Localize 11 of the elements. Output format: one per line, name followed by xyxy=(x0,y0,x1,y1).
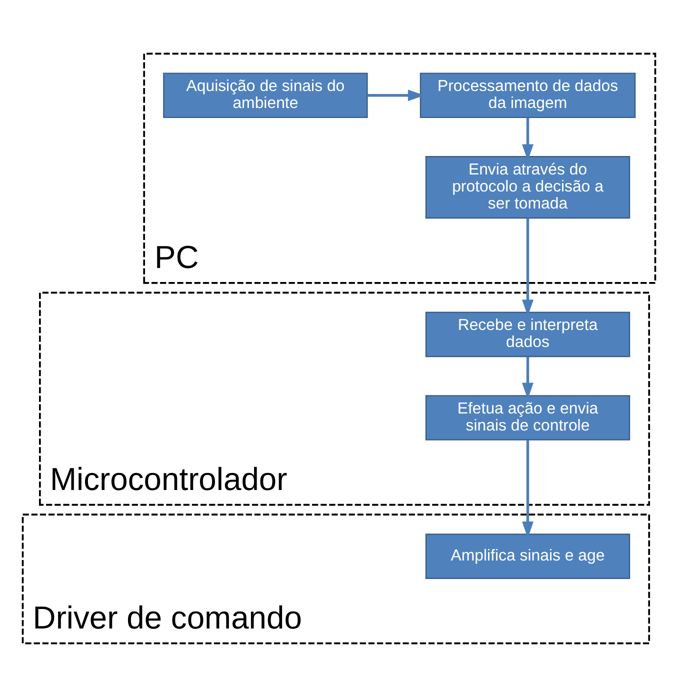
node-box: Amplifica sinais e age xyxy=(425,534,630,579)
node-box: Envia através do protocolo a decisão a ser tomada xyxy=(425,156,630,219)
arrow xyxy=(367,90,424,102)
arrow xyxy=(522,118,534,161)
node-box: Processamento de dados da imagem xyxy=(420,72,636,118)
arrow xyxy=(522,218,534,316)
node-box: Aquisição de sinais do ambiente xyxy=(163,72,368,118)
node-box: Recebe e interpreta dados xyxy=(425,312,630,358)
node-box: Efetua ação e envia sinais de controle xyxy=(425,395,630,440)
arrow xyxy=(522,356,534,400)
arrow xyxy=(522,440,534,538)
